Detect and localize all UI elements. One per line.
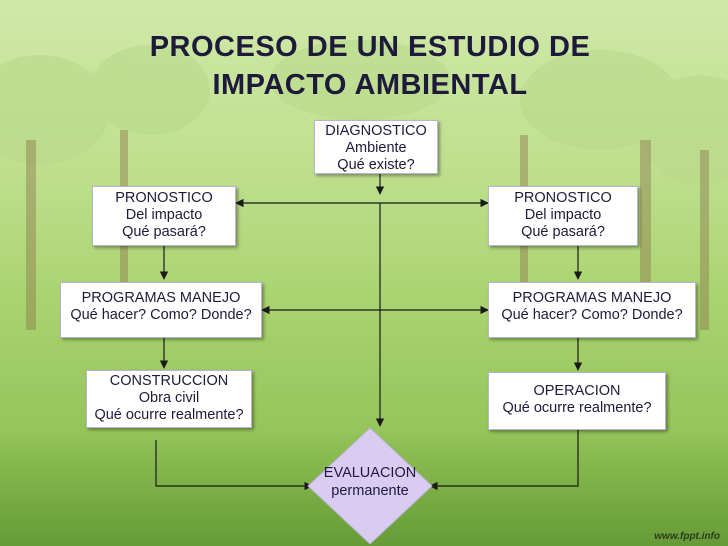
construccion-box: CONSTRUCCION Obra civil Qué ocurre realm… bbox=[86, 370, 252, 428]
diagnostico-heading: DIAGNOSTICO bbox=[325, 123, 427, 139]
diagnostico-box: DIAGNOSTICO Ambiente Qué existe? bbox=[314, 120, 438, 174]
programas-left-heading: PROGRAMAS MANEJO bbox=[81, 290, 241, 306]
diagnostico-line-2: Qué existe? bbox=[337, 157, 415, 173]
programas-left-line-1: Qué hacer? Como? Donde? bbox=[70, 307, 252, 323]
programas-right-box: PROGRAMAS MANEJO Qué hacer? Como? Donde? bbox=[488, 282, 696, 338]
page-title: PROCESO DE UN ESTUDIO DE IMPACTO AMBIENT… bbox=[90, 28, 650, 104]
pronostico-left-box: PRONOSTICO Del impacto Qué pasará? bbox=[92, 186, 236, 246]
programas-right-line-1: Qué hacer? Como? Donde? bbox=[501, 307, 683, 323]
programas-right-heading: PROGRAMAS MANEJO bbox=[512, 290, 672, 306]
evaluacion-line-1: EVALUACION bbox=[323, 465, 417, 481]
operacion-heading: OPERACION bbox=[533, 383, 621, 399]
construccion-heading: CONSTRUCCION bbox=[109, 373, 229, 389]
operacion-line-1: Qué ocurre realmente? bbox=[502, 400, 652, 416]
tree-background bbox=[0, 40, 728, 335]
pronostico-right-line-2: Qué pasará? bbox=[521, 224, 605, 240]
pronostico-left-line-2: Qué pasará? bbox=[122, 224, 206, 240]
construccion-line-2: Qué ocurre realmente? bbox=[94, 407, 244, 423]
pronostico-left-heading: PRONOSTICO bbox=[115, 190, 213, 206]
diagnostico-line-1: Ambiente bbox=[345, 140, 407, 156]
evaluacion-diamond bbox=[307, 427, 433, 545]
operacion-box: OPERACION Qué ocurre realmente? bbox=[488, 372, 666, 430]
evaluacion-line-2: permanente bbox=[331, 483, 409, 499]
arrow-constr-to-eval bbox=[155, 440, 313, 491]
pronostico-right-line-1: Del impacto bbox=[524, 207, 602, 223]
pronostico-right-heading: PRONOSTICO bbox=[514, 190, 612, 206]
evaluacion-label: EVALUACION permanente bbox=[312, 464, 428, 500]
title-line-2: IMPACTO AMBIENTAL bbox=[212, 69, 528, 101]
programas-left-box: PROGRAMAS MANEJO Qué hacer? Como? Donde? bbox=[60, 282, 262, 338]
watermark: www.fppt.info bbox=[654, 531, 720, 542]
pronostico-right-box: PRONOSTICO Del impacto Qué pasará? bbox=[488, 186, 638, 246]
title-line-1: PROCESO DE UN ESTUDIO DE bbox=[149, 31, 591, 63]
construccion-line-1: Obra civil bbox=[138, 390, 200, 406]
arrow-oper-to-eval bbox=[429, 430, 579, 491]
pronostico-left-line-1: Del impacto bbox=[125, 207, 203, 223]
